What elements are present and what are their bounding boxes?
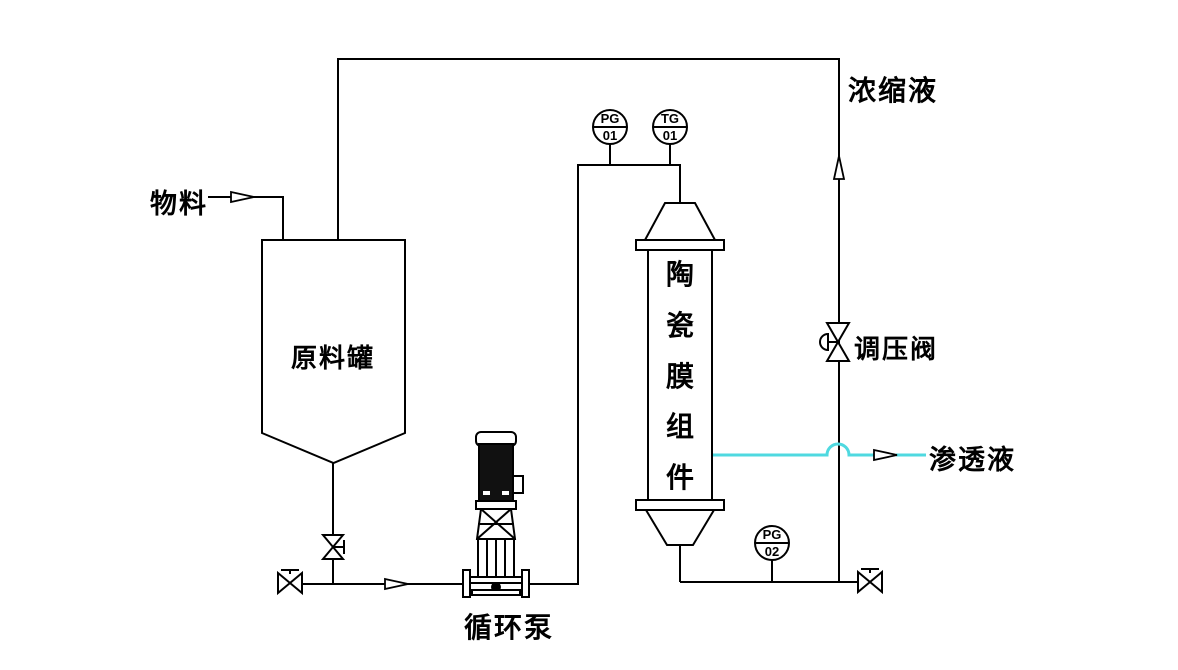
suction-arrow <box>384 577 409 591</box>
permeate-line <box>713 442 875 457</box>
feed-arrow <box>230 190 255 204</box>
membrane-label-char-5: 件 <box>665 462 694 493</box>
membrane-body <box>647 249 713 501</box>
riser-arrow <box>832 155 846 180</box>
pressure-regulating-valve-label: 调压阀 <box>854 334 939 364</box>
pg01-tag-line2: 01 <box>602 128 618 143</box>
circulation-pump-label: 循环泵 <box>464 612 555 643</box>
membrane-label-char-2: 瓷 <box>665 310 694 341</box>
pg02-tag-line1: PG <box>762 527 782 542</box>
pipe-feed-inlet <box>208 196 284 240</box>
tg01-tag-line1: TG <box>660 111 680 126</box>
membrane-bottom-cone <box>644 509 716 546</box>
pipe-concentrate-return <box>337 58 840 582</box>
left-drain-valve <box>277 569 303 596</box>
membrane-bottom-flange <box>635 499 725 511</box>
pg01-tag-line1: PG <box>600 111 620 126</box>
feed-tank <box>261 239 406 465</box>
membrane-label-char-3: 膜 <box>665 361 694 392</box>
concentrate-label: 浓缩液 <box>848 75 939 106</box>
membrane-top-flange <box>635 239 725 251</box>
membrane-label-char-1: 陶 <box>665 259 694 290</box>
permeate-arrow <box>873 448 898 462</box>
feed-label: 物料 <box>150 189 208 219</box>
pressure-regulating-valve <box>819 322 851 362</box>
pg02-tag-line2: 02 <box>764 544 780 559</box>
membrane-top-cone <box>643 202 717 241</box>
feed-tank-label: 原料罐 <box>291 343 376 373</box>
right-drain-valve <box>857 568 883 595</box>
tg01-tag-line2: 01 <box>662 128 678 143</box>
pipe-pump-discharge <box>529 164 681 585</box>
permeate-label: 渗透液 <box>929 445 1016 475</box>
circulation-pump <box>462 431 530 598</box>
tank-outlet-valve <box>320 534 346 560</box>
membrane-label-char-4: 组 <box>665 411 694 442</box>
